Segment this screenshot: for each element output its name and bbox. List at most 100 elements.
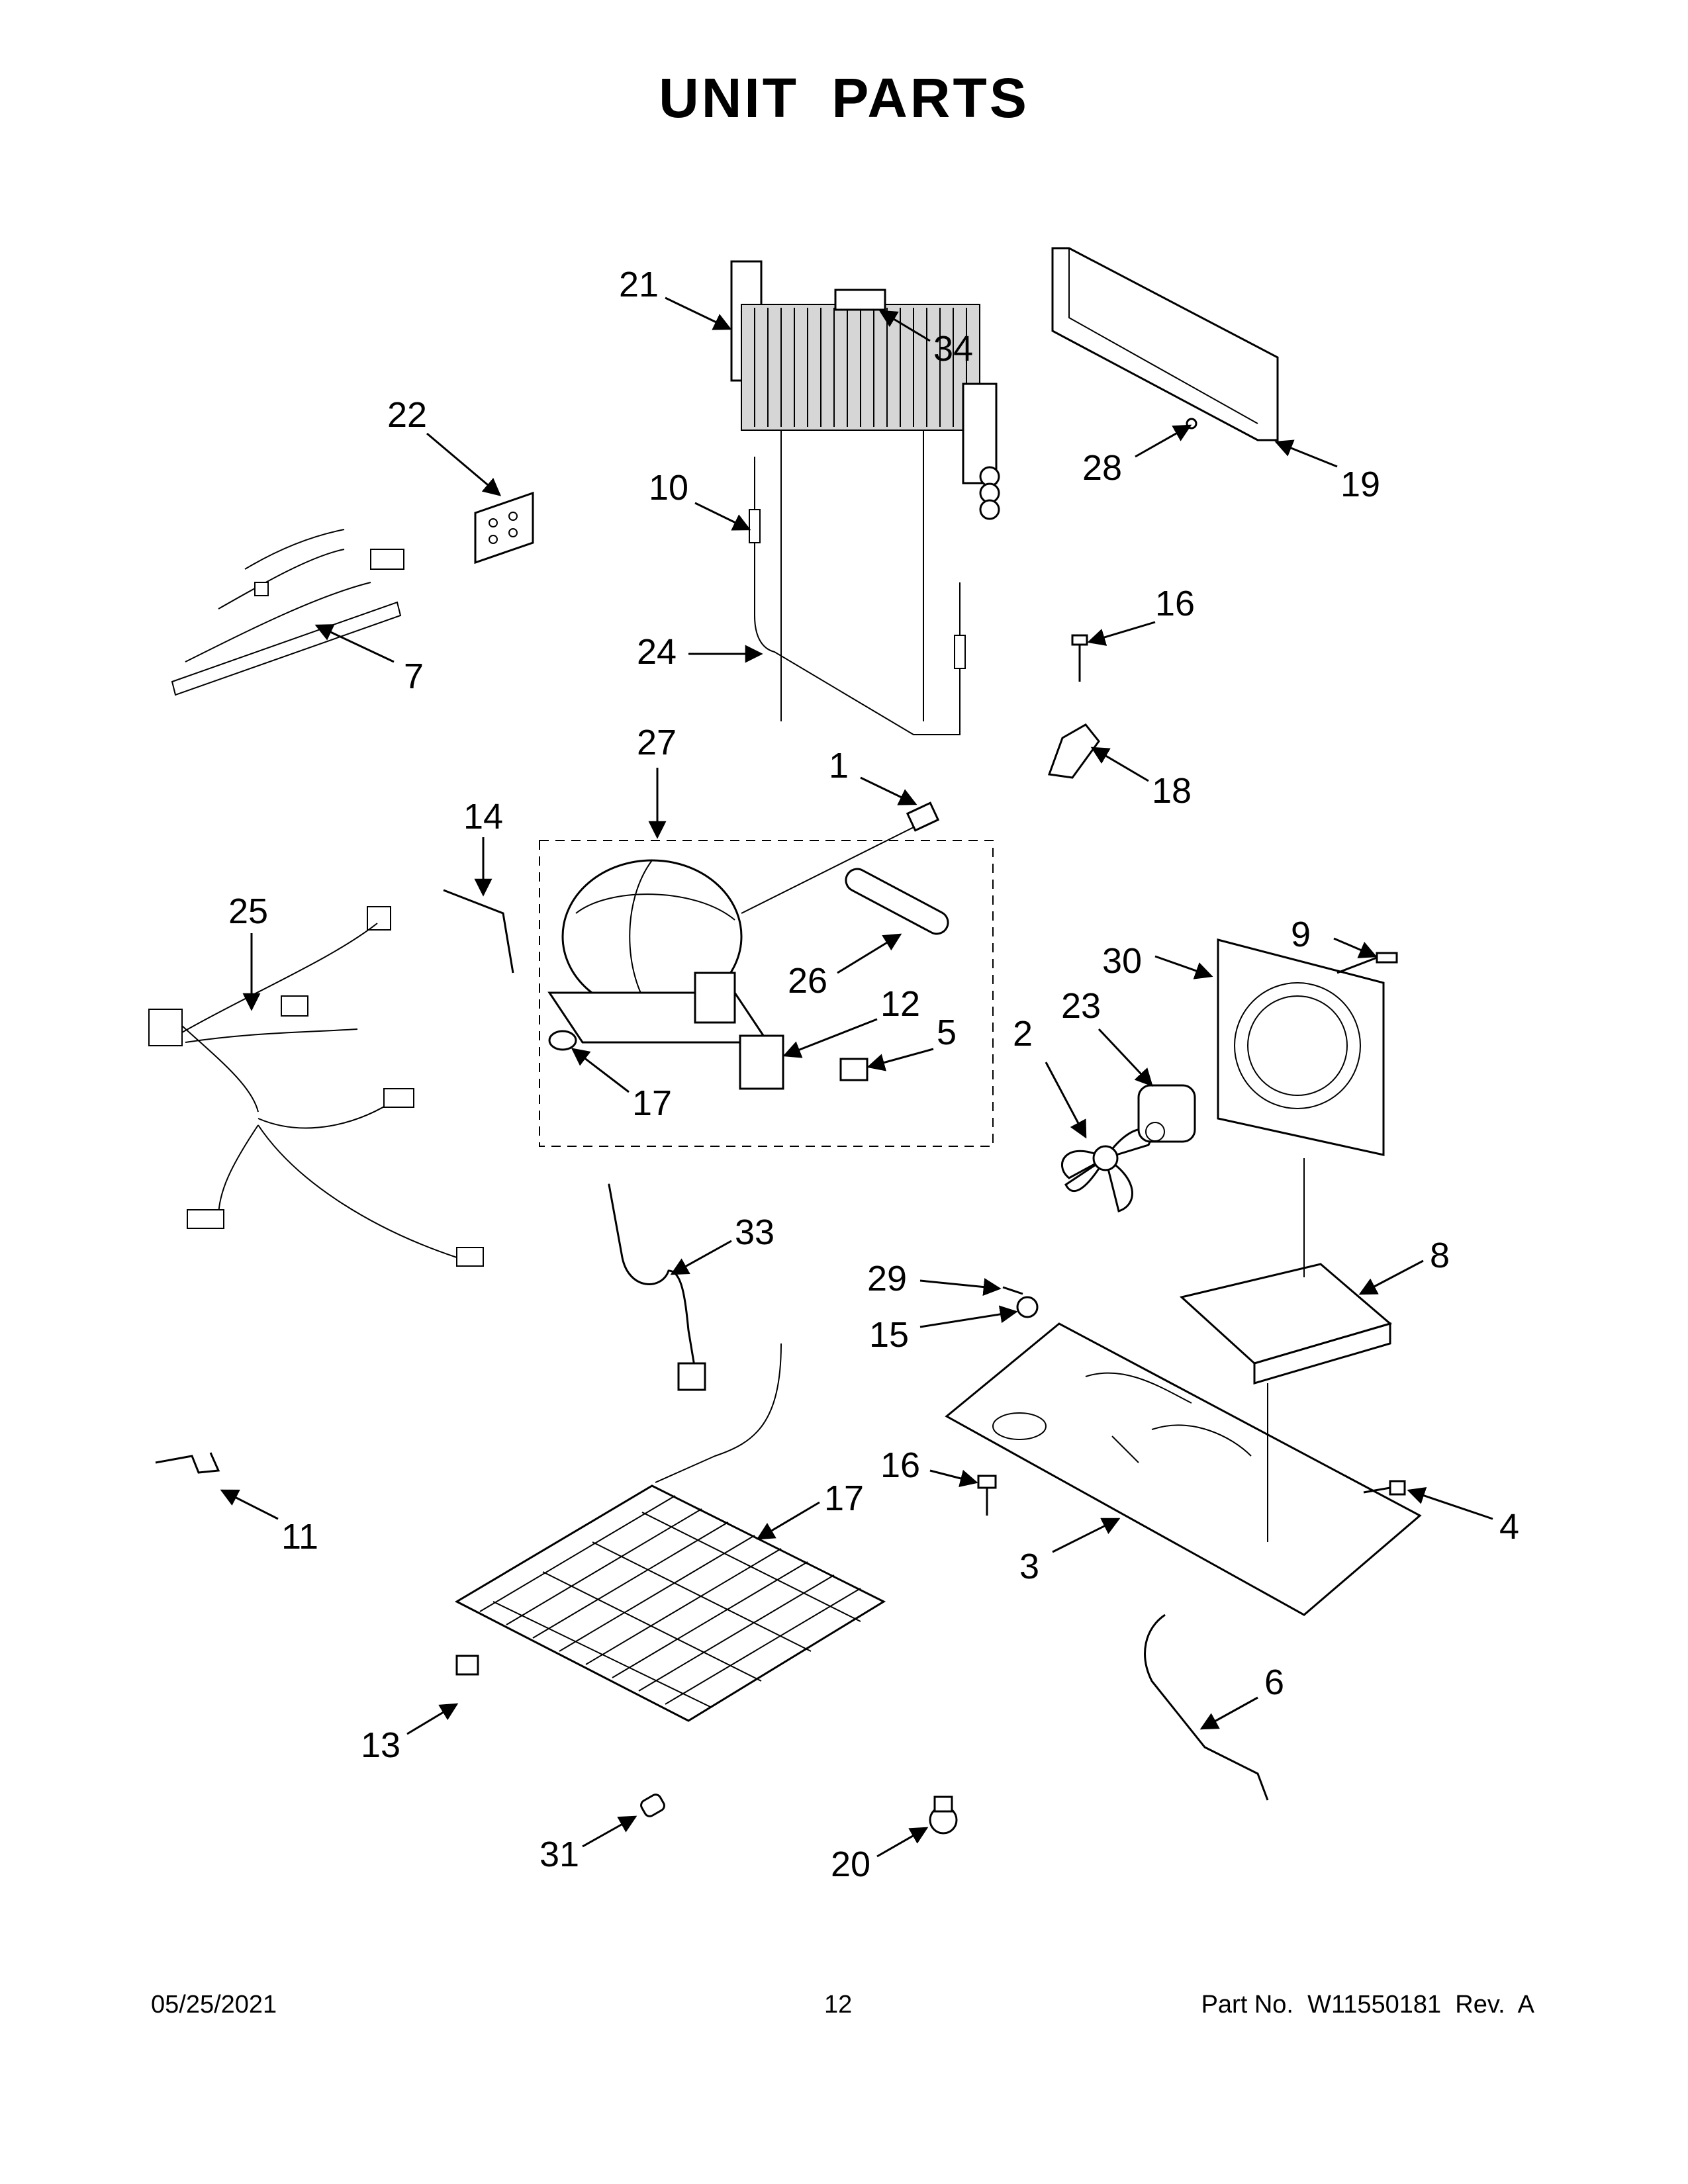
svg-text:8: 8: [1430, 1236, 1450, 1275]
callout-8: 8: [1358, 1236, 1450, 1295]
process-valve-part: [906, 801, 940, 832]
svg-text:6: 6: [1264, 1662, 1284, 1702]
svg-text:19: 19: [1340, 465, 1380, 504]
fan-motor-part: [1137, 1084, 1196, 1143]
svg-text:11: 11: [281, 1517, 318, 1557]
drier-part: [845, 868, 949, 935]
grommet-part: [548, 1030, 577, 1051]
svg-text:24: 24: [637, 632, 677, 672]
svg-text:33: 33: [735, 1212, 774, 1252]
callout-18: 17: [756, 1479, 864, 1540]
callout-20: 19: [1274, 439, 1380, 504]
svg-text:31: 31: [539, 1835, 579, 1874]
callout-5: 5: [867, 1013, 957, 1071]
evaporator-part: [454, 1343, 886, 1722]
svg-text:34: 34: [933, 329, 973, 369]
drain-tube-part: [608, 1183, 696, 1371]
svg-text:20: 20: [831, 1844, 870, 1884]
callout-31: 30: [1102, 941, 1213, 981]
wire-harness-lower-part: [148, 906, 484, 1267]
callout-10: 10: [649, 468, 751, 531]
callout-21: 20: [831, 1827, 929, 1884]
svg-text:18: 18: [1152, 771, 1192, 811]
svg-text:12: 12: [880, 984, 920, 1024]
footer-part-number: Part No. W11550181 Rev. A: [1201, 1991, 1534, 2019]
svg-text:22: 22: [387, 395, 427, 435]
callout-33: 33: [670, 1212, 774, 1275]
callout-25: 24: [637, 632, 763, 672]
svg-text:4: 4: [1499, 1507, 1519, 1547]
svg-text:7: 7: [404, 657, 424, 696]
wire-harness-upper-part: [171, 529, 404, 696]
screw-lower-part: [977, 1475, 997, 1516]
callout-30: 29: [867, 1259, 1002, 1298]
svg-text:27: 27: [637, 723, 677, 762]
svg-text:25: 25: [228, 891, 268, 931]
svg-text:15: 15: [869, 1315, 909, 1355]
callout-23: 22: [387, 395, 502, 496]
svg-text:26: 26: [788, 961, 827, 1001]
callout-2: 2: [1013, 1014, 1087, 1139]
callout-6: 6: [1199, 1662, 1284, 1730]
ground-strap-part: [443, 889, 514, 974]
callout-12: 12: [782, 984, 920, 1058]
overload-part: [839, 1058, 868, 1081]
screw-base-part: [1363, 1480, 1406, 1496]
svg-text:16: 16: [880, 1445, 920, 1485]
screw-shroud-part: [1336, 952, 1398, 974]
callout-27: 26: [788, 933, 902, 1001]
svg-text:2: 2: [1013, 1014, 1033, 1054]
footer-page-number: 12: [824, 1991, 853, 2019]
fan-bracket-part: [1179, 1263, 1393, 1385]
svg-text:28: 28: [1082, 448, 1122, 488]
compressor-assembly-outline: [539, 840, 994, 1147]
footer-date: 05/25/2021: [151, 1991, 277, 2019]
condenser-pad-part: [834, 289, 886, 311]
callout-32: 31: [539, 1815, 637, 1874]
svg-text:29: 29: [867, 1259, 907, 1298]
callout-3: 3: [1019, 1518, 1121, 1586]
callout-7: 7: [314, 624, 424, 696]
callout-9: 9: [1291, 915, 1378, 958]
plug-part: [640, 1794, 665, 1817]
callout-15: 15: [869, 1305, 1018, 1355]
wire-clip-part: [155, 1452, 220, 1474]
svg-text:13: 13: [361, 1725, 400, 1765]
compressor-part: [547, 823, 921, 1044]
callout-19: 18: [1090, 747, 1192, 811]
evaporator-clip-part: [455, 1655, 479, 1676]
clip-part: [1047, 723, 1100, 779]
svg-text:1: 1: [829, 746, 849, 786]
callout-34: 34: [878, 310, 973, 369]
condenser-cover-part: [1051, 247, 1279, 441]
svg-text:17: 17: [824, 1479, 864, 1518]
svg-text:10: 10: [649, 468, 688, 508]
svg-text:9: 9: [1291, 915, 1311, 954]
pin-part: [1002, 1286, 1023, 1295]
page-title: UNIT PARTS: [659, 67, 1029, 129]
fan-blade-part: [1061, 1128, 1152, 1212]
svg-text:23: 23: [1061, 986, 1101, 1026]
callout-28: 27: [637, 723, 677, 839]
callout-4: 4: [1407, 1487, 1519, 1547]
callout-14: 14: [463, 797, 503, 897]
svg-text:30: 30: [1102, 941, 1142, 981]
heater-wire-part: [1144, 1614, 1269, 1801]
control-board-part: [474, 491, 534, 565]
start-relay-part: [739, 1034, 784, 1090]
callout-16-lower: 16: [880, 1445, 978, 1488]
grommet-small-part: [1016, 1296, 1039, 1318]
svg-text:5: 5: [937, 1013, 957, 1052]
base-plate-part: [945, 1322, 1422, 1616]
thermostat-part: [929, 1796, 958, 1835]
callout-13: 13: [361, 1703, 459, 1765]
screw-upper-part: [1071, 634, 1088, 682]
callout-26: 25: [228, 891, 268, 1011]
callout-11: 11: [220, 1489, 318, 1557]
callout-16-upper: 16: [1087, 584, 1195, 646]
fan-shroud-part: [1217, 938, 1385, 1156]
svg-text:3: 3: [1019, 1547, 1039, 1586]
callout-1: 1: [829, 746, 917, 805]
callout-24: 23: [1061, 986, 1153, 1087]
svg-text:16: 16: [1155, 584, 1195, 623]
